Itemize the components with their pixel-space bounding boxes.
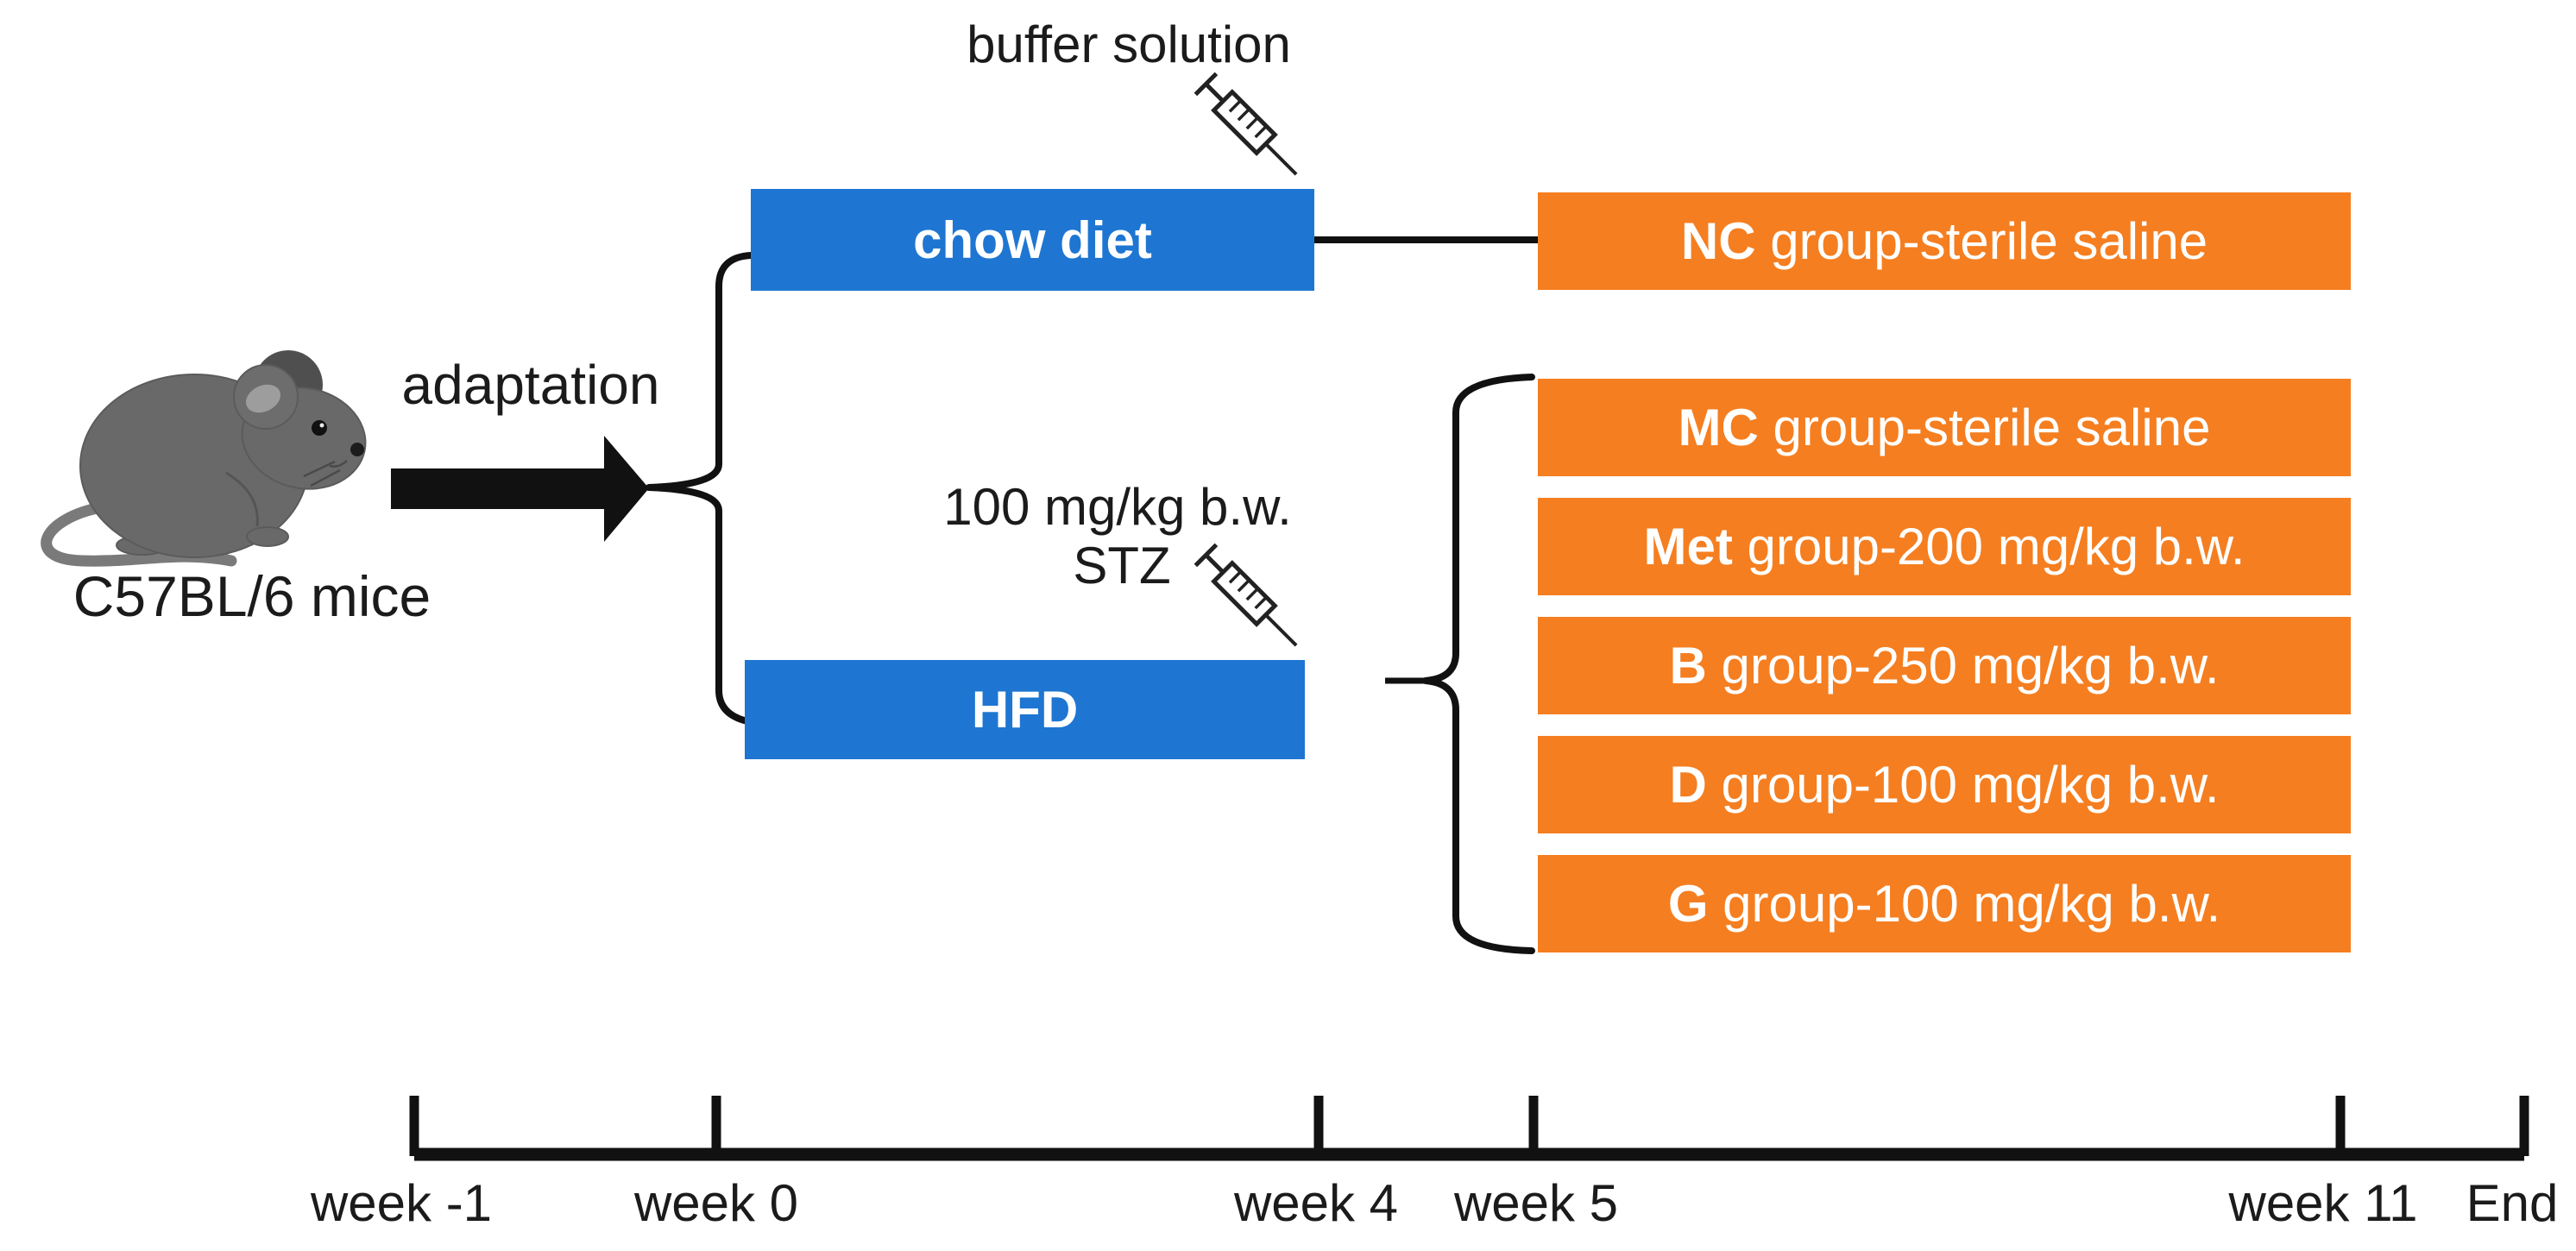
group-box-d: D group-100 mg/kg b.w. <box>1538 736 2351 833</box>
hfd-box: HFD <box>745 660 1305 759</box>
mouse-inner-ear <box>245 384 281 413</box>
group-box-nc: NC group-sterile saline <box>1538 192 2351 290</box>
mouse-whiskers <box>303 460 341 487</box>
group-rest: group-250 mg/kg b.w. <box>1706 637 2220 695</box>
stz-drug-label: STZ <box>1073 537 1171 594</box>
timeline-label-week4: week 4 <box>1233 1174 1399 1232</box>
adaptation-label: adaptation <box>401 354 660 416</box>
syringe-icon <box>1195 544 1307 656</box>
group-rest: group-sterile saline <box>1755 212 2208 270</box>
group-prefix: G <box>1667 875 1709 933</box>
timeline-axis <box>409 1096 2529 1161</box>
syringe-icon <box>1195 73 1307 185</box>
mouse-haunch-line <box>225 471 259 527</box>
subject-label: C57BL/6 mice <box>72 564 431 628</box>
group-prefix: NC <box>1680 212 1756 270</box>
group-box-g: G group-100 mg/kg b.w. <box>1538 855 2351 952</box>
mouse-front-paw <box>246 526 289 547</box>
group-rest: group-100 mg/kg b.w. <box>1706 756 2220 814</box>
buffer-solution-label: buffer solution <box>967 16 1291 73</box>
group-rest: group-sterile saline <box>1758 399 2211 456</box>
mouse-nose <box>350 443 364 456</box>
mouse-eye <box>312 420 327 436</box>
group-rest: group-100 mg/kg b.w. <box>1708 875 2221 933</box>
stz-dose-label: 100 mg/kg b.w. <box>943 478 1292 536</box>
hfd-label: HFD <box>971 681 1079 739</box>
group-box-mc: MC group-sterile saline <box>1538 379 2351 476</box>
timeline-label-end: End <box>2466 1174 2559 1232</box>
group-prefix: MC <box>1678 399 1759 456</box>
timeline-label-week-minus1: week -1 <box>310 1174 493 1232</box>
group-box-met: Met group-200 mg/kg b.w. <box>1538 498 2351 595</box>
timeline-label-week0: week 0 <box>633 1174 799 1232</box>
group-rest: group-200 mg/kg b.w. <box>1732 518 2245 575</box>
chow-diet-label: chow diet <box>913 211 1152 269</box>
adaptation-arrow <box>391 436 649 542</box>
chow-diet-box: chow diet <box>751 189 1314 291</box>
group-prefix: Met <box>1643 518 1733 575</box>
left-brace <box>646 252 754 725</box>
mouse-mouth <box>329 460 348 468</box>
timeline-label-week5: week 5 <box>1453 1174 1619 1232</box>
mouse-illustration <box>41 350 367 567</box>
group-prefix: D <box>1669 756 1707 814</box>
group-prefix: B <box>1669 637 1707 695</box>
group-box-b: B group-250 mg/kg b.w. <box>1538 617 2351 714</box>
timeline-label-week11: week 11 <box>2228 1174 2418 1232</box>
right-brace <box>1422 374 1535 954</box>
